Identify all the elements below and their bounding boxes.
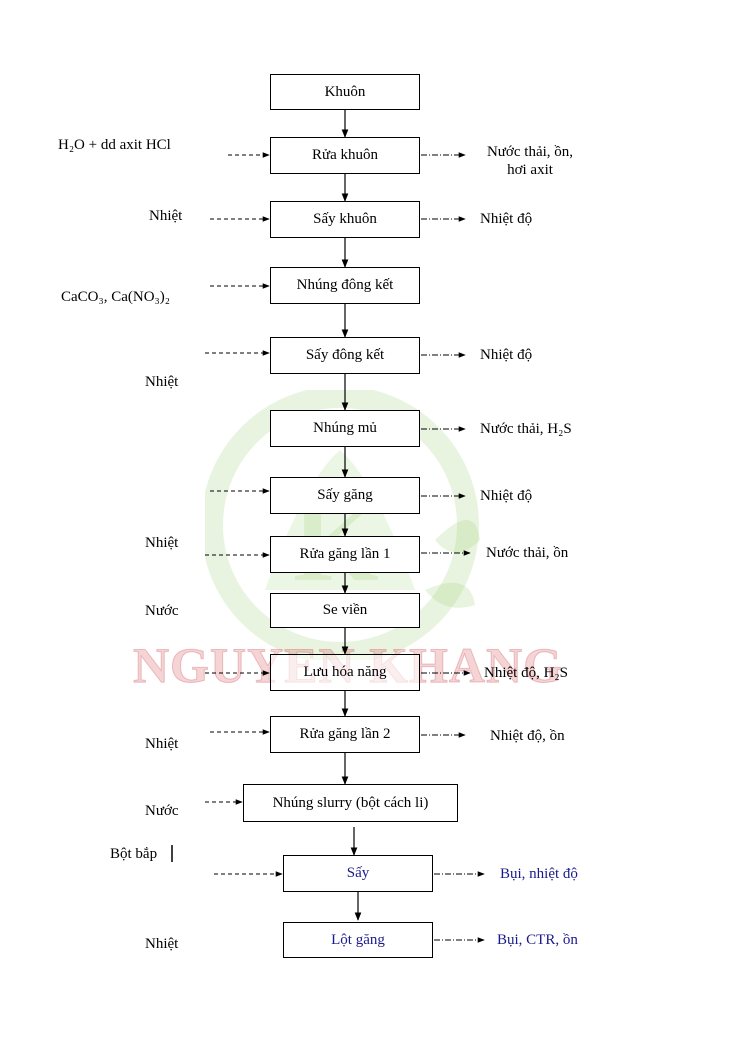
output-label-rua-gang-1: Nước thải, ồn <box>486 545 569 561</box>
output-label-lot-gang: Bụi, CTR, ồn <box>497 932 578 948</box>
step-rua-gang-lan-2: Rửa găng lần 2 <box>270 716 420 753</box>
step-nhung-mu: Nhúng mủ <box>270 410 420 447</box>
step-rua-gang-lan-1: Rửa găng lần 1 <box>270 536 420 573</box>
input-label-rua-khuon: H₂O + dd axit HCl <box>58 137 171 153</box>
input-label-rua-gang-1: Nhiệt <box>145 535 179 551</box>
step-say: Sấy <box>283 855 433 892</box>
input-label-lot-gang: Nhiệt <box>145 936 179 952</box>
step-rua-khuon: Rửa khuôn <box>270 137 420 174</box>
output-label-rua-gang-2: Nhiệt độ, ồn <box>490 728 565 744</box>
step-say-dong-ket: Sấy đông kết <box>270 337 420 374</box>
input-label-say-khuon: Nhiệt <box>149 208 183 224</box>
output-label-rua-khuon-line-1: Nước thải, ồn, <box>486 144 574 160</box>
input-label-rua-gang-2: Nhiệt <box>145 736 179 752</box>
step-nhung-dong-ket: Nhúng đông kết <box>270 267 420 304</box>
step-lot-gang: Lột găng <box>283 922 433 958</box>
input-label-say-dong-ket: Nhiệt <box>145 374 179 390</box>
input-label-se-vien: Nước <box>145 603 179 619</box>
output-label-say: Bụi, nhiệt độ <box>500 866 578 882</box>
input-label-nhung-slurry: Nước <box>145 803 179 819</box>
step-nhung-slurry: Nhúng slurry (bột cách li) <box>243 784 458 822</box>
output-label-say-gang: Nhiệt độ <box>480 488 533 504</box>
step-khuon: Khuôn <box>270 74 420 110</box>
input-label-nhung-dong-ket: CaCO₃, Ca(NO₃)₂ <box>61 289 171 305</box>
step-say-gang: Sấy găng <box>270 477 420 514</box>
step-say-khuon: Sấy khuôn <box>270 201 420 238</box>
step-luu-hoa-nang: Lưu hóa năng <box>270 654 420 691</box>
output-label-say-dong-ket: Nhiệt độ <box>480 347 533 363</box>
output-label-say-khuon: Nhiệt độ <box>480 211 533 227</box>
output-label-nhung-mu: Nước thải, H₂S <box>480 421 572 437</box>
output-label-rua-khuon: Nước thải, ồn, hơi axit <box>470 144 590 179</box>
step-se-vien: Se viền <box>270 593 420 628</box>
output-label-rua-khuon-line-2: hơi axit <box>507 162 553 178</box>
input-label-say: Bột bắp <box>110 846 158 862</box>
output-label-luu-hoa: Nhiệt độ, H₂S <box>484 665 568 681</box>
